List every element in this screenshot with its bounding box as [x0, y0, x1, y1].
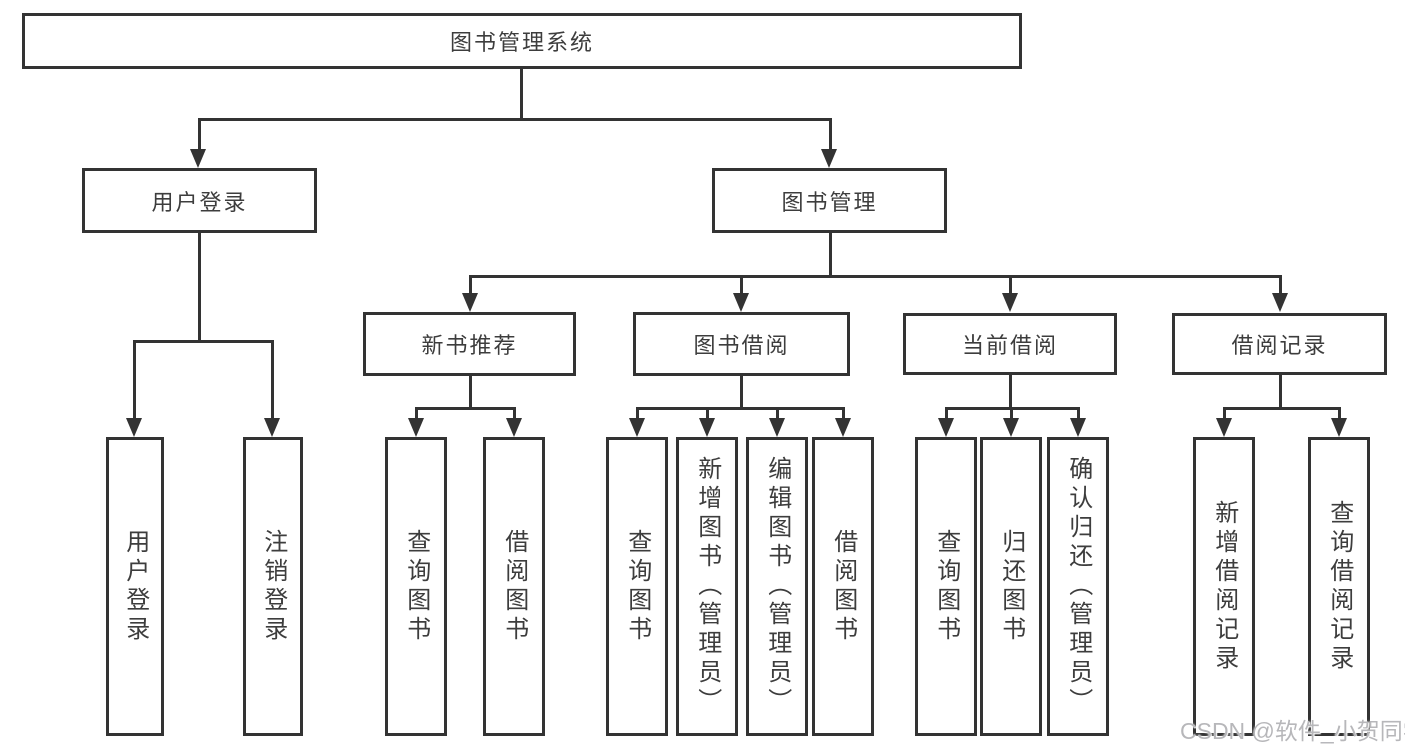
leaf-query-books-rec: 查询图书 [385, 437, 447, 736]
connector-current-borrow-stem [1009, 375, 1012, 407]
connector-drop-g2c2 [513, 407, 516, 418]
leaf-add-borrow-record: 新增借阅记录 [1193, 437, 1255, 736]
arrow-down-icon [1331, 418, 1347, 437]
arrow-down-icon [408, 418, 424, 437]
arrow-down-icon [126, 418, 142, 437]
connector-book-borrow-bar [636, 407, 845, 410]
node-root-label: 图书管理系统 [449, 30, 594, 55]
arrow-down-icon [1272, 293, 1288, 312]
node-new-book-rec: 新书推荐 [363, 312, 576, 376]
connector-drop-borrow-records [1279, 275, 1282, 293]
arrow-down-icon [733, 293, 749, 312]
arrow-down-icon [1070, 418, 1086, 437]
leaf-confirm-return-admin-label: 确认归还（管理员） [1064, 456, 1092, 717]
leaf-add-borrow-record-label: 新增借阅记录 [1210, 499, 1238, 674]
leaf-borrow-books-rec-label: 借阅图书 [500, 528, 528, 645]
arrow-down-icon [629, 418, 645, 437]
node-new-book-rec-label: 新书推荐 [421, 333, 518, 358]
connector-drop-g3c1 [636, 407, 639, 418]
connector-drop-book-mgmt [829, 118, 832, 149]
connector-drop-g4c2 [1010, 407, 1013, 418]
connector-borrow-records-stem [1279, 375, 1282, 407]
watermark: CSDN @软件_小贺同学 [1180, 718, 1405, 744]
arrow-down-icon [1002, 293, 1018, 312]
connector-drop-g3c3 [776, 407, 779, 418]
leaf-edit-book-admin-label: 编辑图书（管理员） [763, 456, 791, 717]
leaf-return-book: 归还图书 [980, 437, 1042, 736]
node-current-borrow: 当前借阅 [903, 313, 1117, 375]
node-borrow-records-label: 借阅记录 [1231, 333, 1328, 358]
leaf-logout-label: 注销登录 [259, 528, 287, 645]
node-user-login: 用户登录 [82, 168, 317, 233]
leaf-add-book-admin-label: 新增图书（管理员） [693, 456, 721, 717]
arrow-down-icon [462, 293, 478, 312]
arrow-down-icon [699, 418, 715, 437]
arrow-down-icon [190, 149, 206, 168]
connector-drop-g4c3 [1077, 407, 1080, 418]
leaf-edit-book-admin: 编辑图书（管理员） [746, 437, 808, 736]
connector-drop-g5c1 [1223, 407, 1226, 418]
leaf-query-books-borrow: 查询图书 [606, 437, 668, 736]
leaf-user-login: 用户登录 [106, 437, 164, 736]
leaf-borrow-books: 借阅图书 [812, 437, 874, 736]
connector-drop-leaf-login [133, 340, 136, 418]
leaf-query-books-current: 查询图书 [915, 437, 977, 736]
leaf-query-borrow-record: 查询借阅记录 [1308, 437, 1370, 736]
node-book-borrow: 图书借阅 [633, 312, 850, 376]
arrow-down-icon [506, 418, 522, 437]
connector-level3-bar [469, 275, 1282, 278]
leaf-borrow-books-rec: 借阅图书 [483, 437, 545, 736]
leaf-query-books-rec-label: 查询图书 [402, 528, 430, 645]
connector-user-login-bar [133, 340, 274, 343]
node-user-login-label: 用户登录 [151, 189, 248, 215]
connector-level2-bar [198, 118, 832, 121]
connector-root-stem [520, 69, 523, 121]
connector-drop-g4c1 [945, 407, 948, 418]
connector-drop-g2c1 [415, 407, 418, 418]
leaf-return-book-label: 归还图书 [997, 528, 1025, 645]
leaf-borrow-books-label: 借阅图书 [829, 528, 857, 645]
connector-new-book-rec-stem [469, 376, 472, 407]
node-borrow-records: 借阅记录 [1172, 313, 1387, 375]
connector-drop-g3c4 [842, 407, 845, 418]
connector-borrow-records-bar [1223, 407, 1341, 410]
connector-drop-new-book-rec [469, 275, 472, 293]
node-root: 图书管理系统 [22, 13, 1022, 69]
leaf-add-book-admin: 新增图书（管理员） [676, 437, 738, 736]
arrow-down-icon [264, 418, 280, 437]
connector-new-book-rec-bar [415, 407, 516, 410]
connector-drop-leaf-logout [271, 340, 274, 418]
connector-drop-g5c2 [1338, 407, 1341, 418]
arrow-down-icon [769, 418, 785, 437]
arrow-down-icon [821, 149, 837, 168]
node-book-mgmt: 图书管理 [712, 168, 947, 233]
leaf-user-login-label: 用户登录 [121, 528, 149, 645]
node-current-borrow-label: 当前借阅 [961, 333, 1058, 358]
connector-book-borrow-stem [740, 376, 743, 407]
node-book-mgmt-label: 图书管理 [781, 189, 878, 215]
arrow-down-icon [1003, 418, 1019, 437]
connector-drop-user-login [198, 118, 201, 149]
arrow-down-icon [938, 418, 954, 437]
leaf-query-borrow-record-label: 查询借阅记录 [1325, 499, 1353, 674]
connector-drop-book-borrow [740, 275, 743, 293]
node-book-borrow-label: 图书借阅 [693, 333, 790, 358]
connector-drop-g3c2 [706, 407, 709, 418]
leaf-logout: 注销登录 [243, 437, 303, 736]
connector-book-mgmt-stem [829, 233, 832, 275]
connector-drop-current-borrow [1009, 275, 1012, 293]
leaf-confirm-return-admin: 确认归还（管理员） [1047, 437, 1109, 736]
arrow-down-icon [1216, 418, 1232, 437]
arrow-down-icon [835, 418, 851, 437]
leaf-query-books-current-label: 查询图书 [932, 528, 960, 645]
leaf-query-books-borrow-label: 查询图书 [623, 528, 651, 645]
connector-user-login-stem [198, 233, 201, 340]
